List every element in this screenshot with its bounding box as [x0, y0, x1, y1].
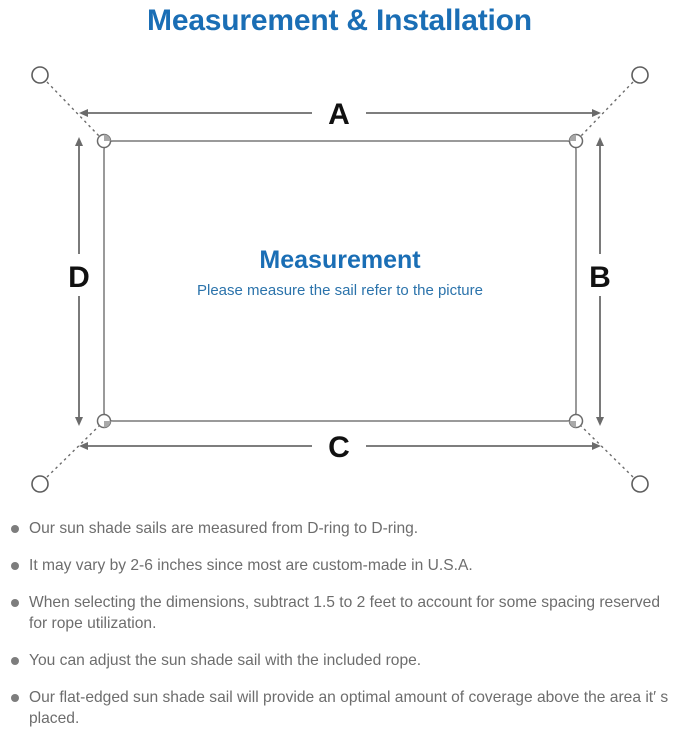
note-text: Our flat-edged sun shade sail will provi… — [29, 689, 669, 727]
list-item: Our flat-edged sun shade sail will provi… — [0, 687, 679, 729]
notes-list: Our sun shade sails are measured from D-… — [0, 518, 679, 745]
sail-rectangle — [103, 140, 577, 422]
anchor-top-right-icon — [631, 66, 649, 84]
rope-line-top-left — [46, 81, 100, 137]
sail-center-title: Measurement — [259, 246, 421, 274]
rope-line-bottom-left — [46, 425, 100, 478]
dimension-label-b: B — [589, 261, 611, 294]
bullet-icon — [11, 657, 19, 665]
list-item: Our sun shade sails are measured from D-… — [0, 518, 679, 539]
dimension-d: D — [68, 137, 90, 426]
note-text: You can adjust the sun shade sail with t… — [29, 652, 422, 669]
bullet-icon — [11, 562, 19, 570]
sail-center-subtitle: Please measure the sail refer to the pic… — [197, 282, 483, 299]
note-text: It may vary by 2-6 inches since most are… — [29, 557, 473, 574]
anchor-bottom-right-icon — [631, 475, 649, 493]
list-item: When selecting the dimensions, subtract … — [0, 592, 679, 634]
d-ring-top-right-tab — [569, 134, 576, 141]
dimension-c: C — [79, 431, 601, 464]
d-rings — [96, 133, 584, 429]
rope-line-top-right — [580, 81, 634, 137]
bullet-icon — [11, 525, 19, 533]
note-text: Our sun shade sails are measured from D-… — [29, 520, 419, 537]
measurement-diagram: A C D B Measurement Please measure the s… — [0, 44, 679, 514]
anchor-top-left-icon — [31, 66, 49, 84]
dimension-a: A — [79, 98, 601, 131]
dimension-label-d: D — [68, 261, 90, 294]
dimension-b: B — [589, 137, 611, 426]
bullet-icon — [11, 599, 19, 607]
d-ring-top-left-tab — [104, 134, 111, 141]
d-ring-bottom-right-tab — [569, 421, 576, 428]
dimension-label-c: C — [328, 431, 350, 464]
d-ring-bottom-left-tab — [104, 421, 111, 428]
rope-line-bottom-right — [580, 425, 634, 478]
rope-lines — [46, 81, 634, 478]
list-item: You can adjust the sun shade sail with t… — [0, 650, 679, 671]
dimension-label-a: A — [328, 98, 350, 131]
list-item: It may vary by 2-6 inches since most are… — [0, 555, 679, 576]
measurement-diagram-svg: A C D B Measurement Please measure the s… — [31, 66, 649, 493]
anchor-points — [31, 66, 649, 493]
anchor-bottom-left-icon — [31, 475, 49, 493]
page-title: Measurement & Installation — [147, 4, 532, 37]
note-text: When selecting the dimensions, subtract … — [29, 594, 661, 632]
bullet-icon — [11, 694, 19, 702]
